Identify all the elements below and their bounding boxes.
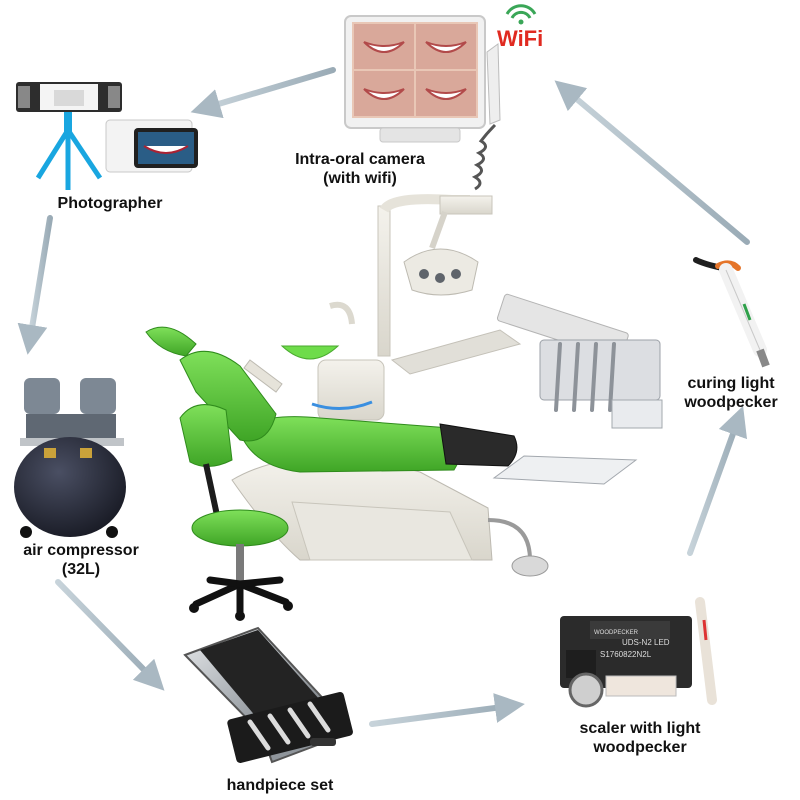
label-air-compressor: air compressor (32L) [6,541,156,579]
wifi-badge: WiFi [497,26,543,51]
label-photographer-line1: Photographer [57,195,163,212]
label-scaler: scaler with light woodpecker [560,719,720,757]
arrow-camera-to-photographer [190,67,336,119]
label-scaler-line2: woodpecker [593,739,687,756]
label-scaler-line1: scaler with light [579,720,701,737]
label-curing-light: curing light woodpecker [666,374,796,412]
dental-chair-unit [145,194,663,621]
arrow-handpiece-to-scaler [369,693,525,727]
label-intraoral-camera-line2: (with wifi) [323,170,397,187]
label-air-compressor-line1: air compressor [23,542,139,559]
scaler-model-text: UDS-N2 LED [622,638,670,647]
handpieces [247,701,331,751]
label-air-compressor-line2: (32L) [61,561,101,578]
smile-photos [354,24,476,116]
arrow-curing-light-to-camera [554,80,750,245]
wifi-icon [505,4,537,25]
handpiece-case [183,626,353,764]
label-photographer: Photographer [40,194,180,213]
label-curing-light-line1: curing light [687,375,775,392]
label-intraoral-camera: Intra-oral camera (with wifi) [280,150,440,188]
stool-base [192,576,290,616]
label-handpiece-set: handpiece set [210,776,350,795]
label-curing-light-line2: woodpecker [684,394,778,411]
label-intraoral-camera-line1: Intra-oral camera [295,151,425,168]
label-handpiece-set-line1: handpiece set [226,777,334,794]
curing-light-device [693,257,770,368]
arrow-compressor-to-handpiece [55,579,165,691]
cycle-arrows [17,67,750,727]
photographer-device [16,82,198,190]
air-compressor-device [14,378,126,538]
scaler-brand-text: WOODPECKER [594,630,639,636]
instrument-handpieces [554,342,616,412]
scaler-device: WOODPECKER UDS-N2 LED S1760822N2L [560,597,717,708]
scaler-serial-text: S1760822N2L [600,650,652,659]
arrow-scaler-to-curing-light [687,405,748,556]
arrow-photographer-to-compressor [17,215,53,355]
intraoral-camera-monitor: WiFi [344,4,543,191]
